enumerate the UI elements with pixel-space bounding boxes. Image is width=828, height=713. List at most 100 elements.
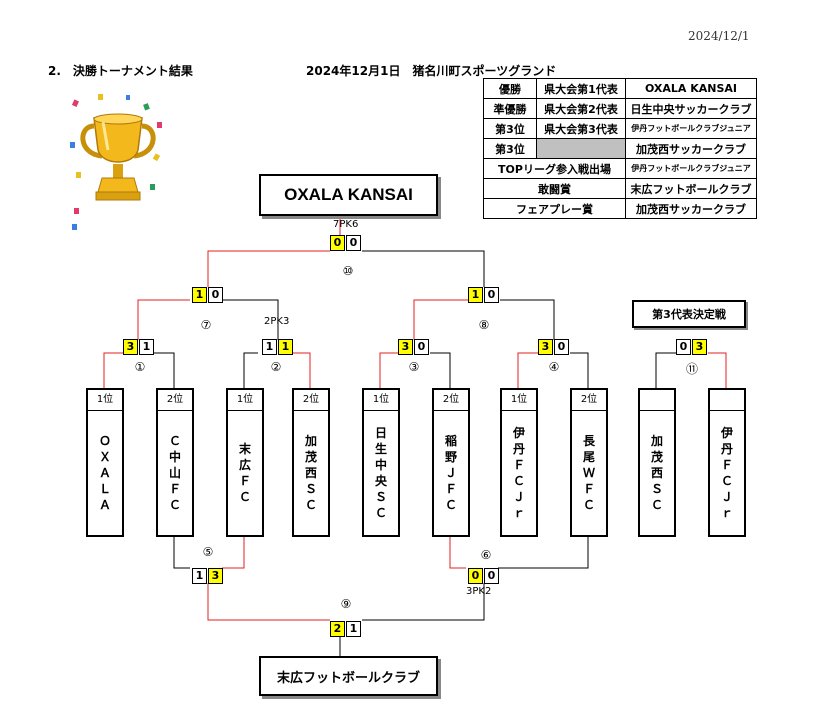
team-name-char: 中 bbox=[374, 458, 387, 472]
team-name-char: Ｃ bbox=[650, 498, 663, 512]
score-cell: 1 bbox=[468, 287, 483, 303]
team-name-char: 加 bbox=[650, 434, 663, 448]
team-name-char: ｒ bbox=[720, 506, 733, 520]
section-title: 2. 決勝トーナメント結果 bbox=[48, 64, 193, 78]
score-cell: 1 bbox=[278, 339, 293, 355]
match-number: ⑤ bbox=[202, 545, 214, 559]
team-name-char: Ｃ bbox=[168, 498, 181, 512]
score-cell: 0 bbox=[484, 287, 499, 303]
team-name-char: 日 bbox=[374, 426, 387, 440]
team-name-char: 西 bbox=[304, 466, 317, 480]
team-name-char: 末 bbox=[238, 442, 251, 456]
team-name-char: Ｓ bbox=[374, 490, 387, 504]
team-rank: 1位 bbox=[502, 390, 536, 411]
summary-label: 第3位 bbox=[483, 118, 537, 139]
third-playoff-label: 第3代表決定戦 bbox=[632, 300, 746, 328]
team-name-char: 茂 bbox=[650, 450, 663, 464]
team-name-char: Ａ bbox=[98, 466, 111, 480]
team-name-char: 山 bbox=[168, 466, 181, 480]
team-name-char: Ｆ bbox=[512, 458, 525, 472]
summary-row: TOPリーグ参入戦出場 伊丹フットボールクラブジュニア bbox=[483, 158, 757, 179]
team-name-char: Ｃ bbox=[374, 506, 387, 520]
score-cell: 0 bbox=[414, 339, 429, 355]
team-name-char: Ｆ bbox=[238, 474, 251, 488]
team-name-char: Ｆ bbox=[168, 482, 181, 496]
match-number: ① bbox=[134, 360, 146, 374]
score-cell: 1 bbox=[346, 621, 361, 637]
team-rank: 2位 bbox=[158, 390, 192, 411]
team-rank bbox=[640, 390, 674, 411]
champion-box: OXALA KANSAI bbox=[259, 174, 438, 216]
score-cell: 1 bbox=[192, 568, 207, 584]
match-number: ⑪ bbox=[685, 362, 698, 376]
team-name-char: 野 bbox=[444, 450, 457, 464]
team-name-char: 広 bbox=[238, 458, 251, 472]
match-number: ⑩ bbox=[342, 264, 354, 278]
team-rank: 1位 bbox=[228, 390, 262, 411]
runner-up-box: 末広フットボールクラブ bbox=[259, 656, 438, 696]
team-name-char: 伊 bbox=[512, 426, 525, 440]
team-name-char: Ｃ bbox=[512, 474, 525, 488]
score-cell: 3 bbox=[538, 339, 553, 355]
score-cell: 1 bbox=[139, 339, 154, 355]
score-cell: 3 bbox=[208, 568, 223, 584]
team-name-char: Ｆ bbox=[444, 482, 457, 496]
summary-team: 末広フットボールクラブ bbox=[625, 178, 757, 199]
team-name-char: 加 bbox=[304, 434, 317, 448]
team-name-char: 稲 bbox=[444, 434, 457, 448]
summary-row: 敢闘賞 末広フットボールクラブ bbox=[483, 178, 757, 199]
summary-label: TOPリーグ参入戦出場 bbox=[483, 158, 626, 179]
team-name-char: Ａ bbox=[98, 498, 111, 512]
team-name-char: Ｌ bbox=[98, 482, 111, 496]
score-cell: 3 bbox=[123, 339, 138, 355]
team-name-char: Ｃ bbox=[444, 498, 457, 512]
score-cell: 3 bbox=[692, 339, 707, 355]
match-number: ⑨ bbox=[340, 597, 352, 611]
team-name-char: Ｃ bbox=[720, 474, 733, 488]
summary-rep bbox=[536, 138, 626, 159]
team-name-char: Ｓ bbox=[650, 482, 663, 496]
summary-rep: 県大会第1代表 bbox=[536, 78, 626, 99]
summary-team: OXALA KANSAI bbox=[625, 78, 757, 99]
match-number: ⑥ bbox=[480, 548, 492, 562]
summary-team: 加茂西サッカークラブ bbox=[625, 198, 757, 219]
results-summary-table: 優勝 県大会第1代表 OXALA KANSAI 準優勝 県大会第2代表 日生中央… bbox=[483, 78, 757, 219]
team-name-char: 長 bbox=[582, 434, 595, 448]
score-cell: 0 bbox=[484, 568, 499, 584]
team-name-char: Ｃ bbox=[582, 498, 595, 512]
team-name-char: 西 bbox=[650, 466, 663, 480]
match-number: ⑦ bbox=[200, 318, 212, 332]
team-rank: 2位 bbox=[434, 390, 468, 411]
pk-score: 7PK6 bbox=[333, 219, 359, 230]
team-rank: 1位 bbox=[88, 390, 122, 411]
team-name-char: Ｃ bbox=[304, 498, 317, 512]
team-name-char: 伊 bbox=[720, 426, 733, 440]
match-number: ④ bbox=[548, 360, 560, 374]
score-cell: 0 bbox=[554, 339, 569, 355]
score-cell: 0 bbox=[330, 235, 345, 251]
team-rank: 2位 bbox=[572, 390, 606, 411]
summary-label: 第3位 bbox=[483, 138, 537, 159]
pk-score: 2PK3 bbox=[264, 316, 290, 327]
team-name-char: Ｓ bbox=[304, 482, 317, 496]
team-name-char: 丹 bbox=[512, 442, 525, 456]
score-cell: 2 bbox=[330, 621, 345, 637]
score-cell: 1 bbox=[192, 287, 207, 303]
score-cell: 0 bbox=[468, 568, 483, 584]
team-name-char: 中 bbox=[168, 450, 181, 464]
